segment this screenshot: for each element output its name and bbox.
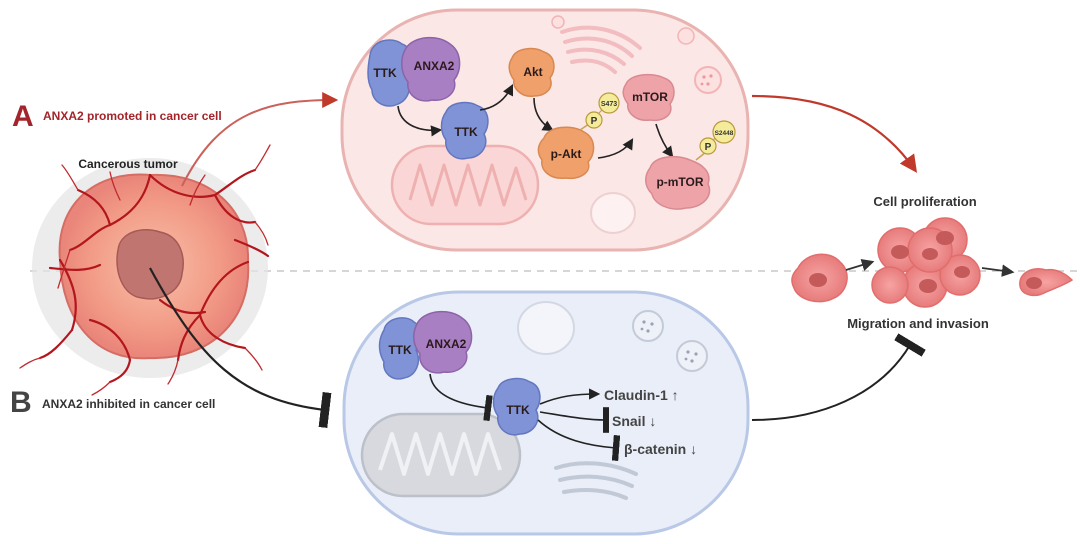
phospho-2-label: P — [705, 142, 712, 153]
node-akt: Akt — [523, 65, 542, 79]
phospho-1-shape — [585, 111, 603, 129]
site-1-label: S473 — [601, 101, 617, 108]
node-beta-catenin: β-catenin ↓ — [624, 441, 697, 457]
akt-shape — [508, 47, 555, 97]
node-a-ttk-complex: TTK — [373, 66, 397, 80]
node-a-anxa2-complex: ANXA2 — [414, 59, 455, 73]
arrow-cluster-to-migrating-cell — [981, 264, 1015, 277]
arrow-pakt-to-pmtor — [597, 138, 634, 159]
inhibit-ttk-to-beta-catenin — [537, 419, 621, 462]
tumor-illustration — [19, 144, 271, 396]
node-a-ttk-free: TTK — [454, 125, 478, 139]
site-2-label: S2448 — [715, 130, 734, 137]
arrow-cell-a-to-proliferation — [751, 94, 918, 173]
ttk-anxa2-complex-b — [378, 310, 473, 380]
arrow-mtor-to-pmtor — [655, 123, 674, 158]
inhibit-ttk-to-snail — [539, 407, 610, 433]
arrow-a-complex-to-ttk — [397, 105, 443, 137]
mitochondrion-b — [360, 412, 522, 498]
outcome-migration: Migration and invasion — [847, 316, 989, 331]
arrow-tumor-to-cell-a — [181, 92, 339, 187]
outcome-proliferation: Cell proliferation — [873, 194, 976, 209]
panel-b-letter: B — [10, 386, 32, 419]
node-b-ttk-complex: TTK — [388, 343, 412, 357]
ttk-anxa2-complex-a — [367, 36, 461, 107]
node-snail: Snail ↓ — [612, 413, 656, 429]
ttk-free-b-shape — [492, 377, 541, 436]
node-b-ttk-free: TTK — [506, 403, 530, 417]
arrow-akt-to-pakt — [533, 97, 554, 132]
inhibit-b-complex-to-ttk — [429, 373, 493, 422]
node-pmtor: p-mTOR — [656, 175, 703, 189]
ttk-free-a-shape — [440, 101, 489, 160]
phospho-2-shape — [699, 137, 717, 155]
mtor-shape — [622, 73, 675, 122]
node-pakt: p-Akt — [551, 147, 582, 161]
arrow-ttk-to-claudin — [539, 388, 601, 405]
arrow-a-ttk-to-akt — [479, 83, 514, 111]
site-2-shape — [712, 120, 736, 144]
node-mtor: mTOR — [632, 90, 668, 104]
cell-cluster — [871, 217, 981, 308]
panel-b-caption: ANXA2 inhibited in cancer cell — [42, 397, 215, 411]
inhibit-tumor-to-cell-b — [149, 267, 332, 428]
single-cell-left — [791, 253, 848, 303]
migrating-cell — [1019, 268, 1074, 297]
panel-a-letter: A — [12, 100, 34, 133]
site-1-shape — [598, 92, 620, 114]
tumor-label: Cancerous tumor — [78, 157, 178, 171]
node-b-anxa2-complex: ANXA2 — [426, 337, 467, 351]
golgi-a — [560, 25, 642, 74]
node-claudin: Claudin-1 ↑ — [604, 387, 679, 403]
inhibit-cell-b-to-outcomes — [751, 333, 926, 421]
phospho-1-label: P — [591, 116, 598, 127]
pmtor-shape — [645, 155, 711, 210]
panel-a-caption: ANXA2 promoted in cancer cell — [43, 109, 222, 123]
golgi-b — [554, 461, 638, 500]
arrow-cell-to-cluster — [845, 258, 875, 271]
